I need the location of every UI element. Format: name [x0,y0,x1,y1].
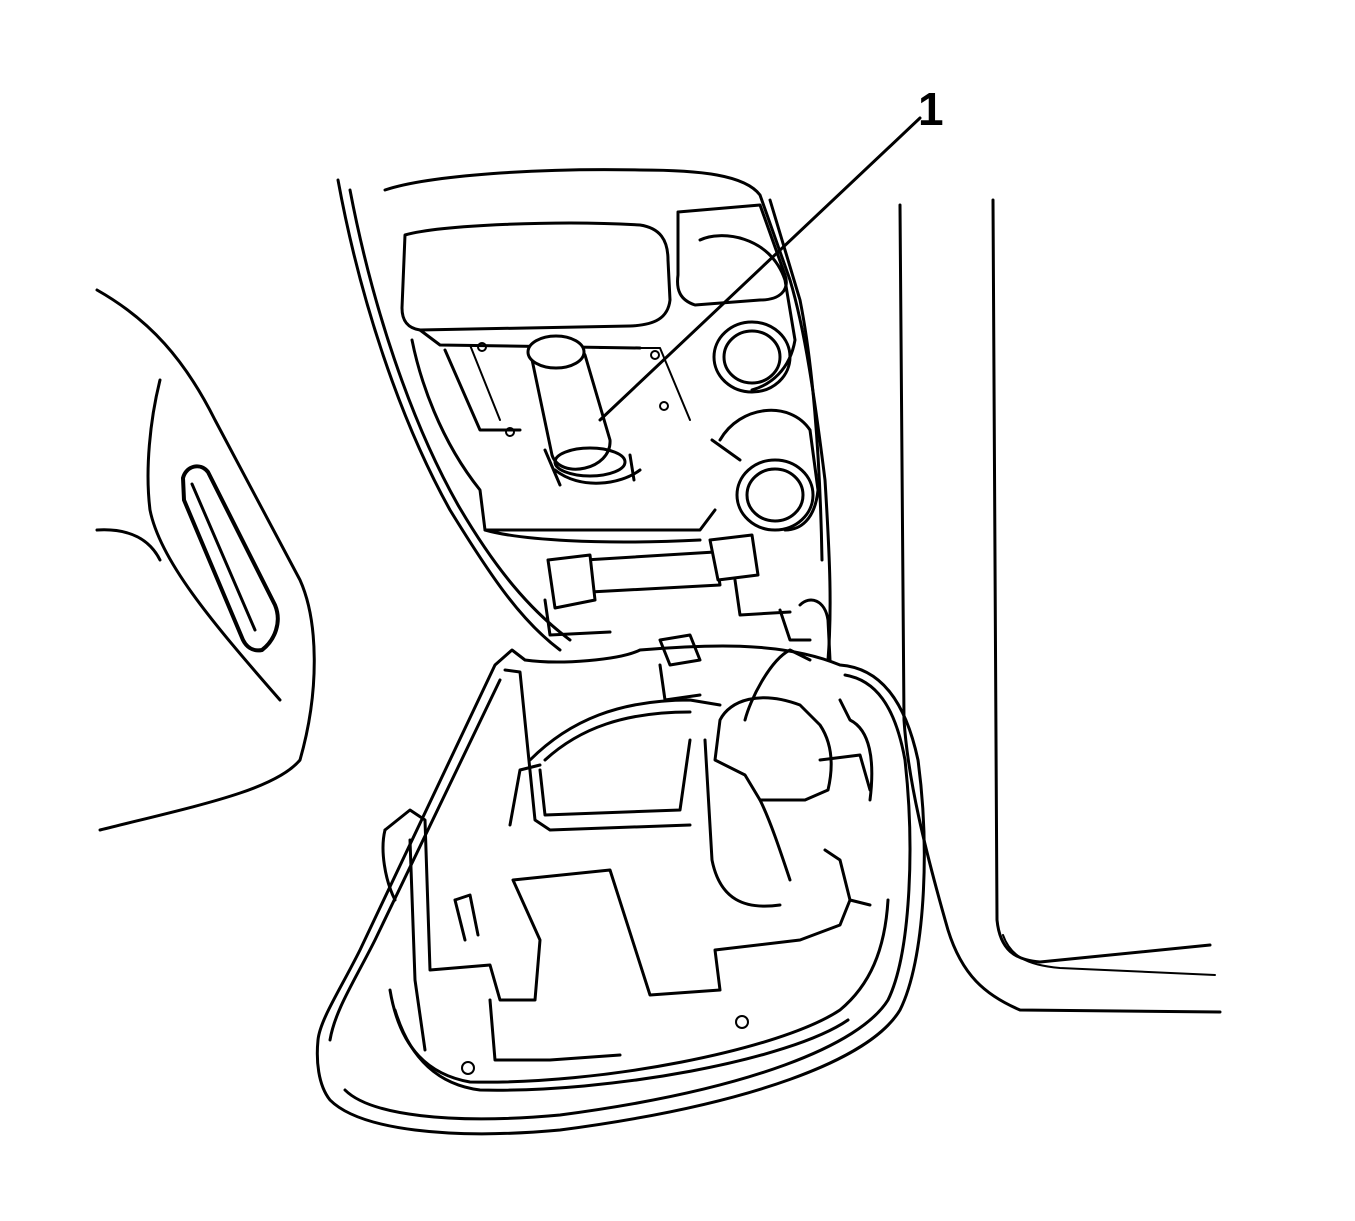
shift-cable [526,334,642,487]
trim-bezel [315,644,926,1136]
shifter-housing [400,221,717,544]
lid-latch [658,598,874,908]
console-shell [336,168,832,662]
callout-1-label: 1 [918,83,944,135]
right-body-panel [898,198,1222,1014]
cross-rod [543,533,792,637]
left-side-panel [95,288,316,832]
door-handle-slot [181,464,280,653]
roller-cylinders [676,203,820,532]
callout-1-leader [598,116,922,422]
storage-tray [381,668,852,1075]
